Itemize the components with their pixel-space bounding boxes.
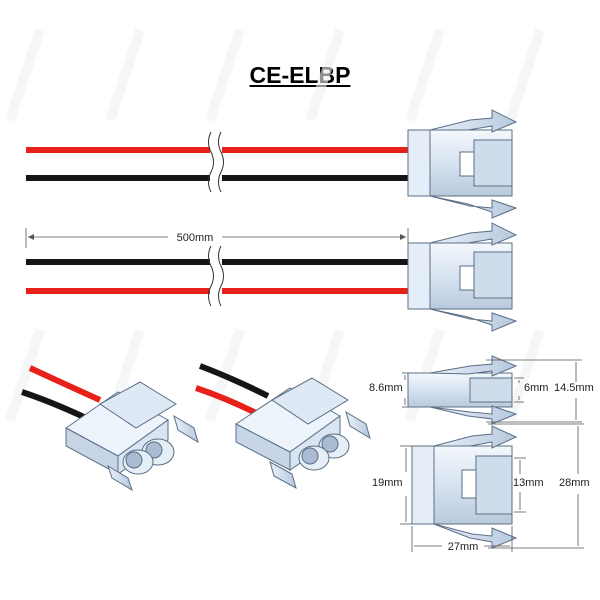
side-total-label: 14.5mm	[554, 382, 594, 394]
connector-top-view	[407, 222, 518, 332]
cable-length-label: 500mm	[177, 232, 214, 244]
connector-perspective-black-red	[195, 363, 371, 490]
black-wire	[198, 363, 270, 399]
front-total-label: 28mm	[559, 477, 590, 489]
red-wire	[195, 385, 260, 417]
front-inner-label: 13mm	[513, 477, 544, 489]
front-height-label: 19mm	[372, 477, 403, 489]
cable-break	[210, 132, 222, 192]
black-wire	[21, 389, 88, 421]
watermark	[5, 28, 545, 422]
side-view-drawing: 8.6mm 6mm 14.5mm	[369, 355, 594, 425]
cable-break	[210, 246, 222, 306]
red-wire	[28, 365, 102, 403]
front-width-label: 27mm	[448, 541, 479, 553]
connector-side-view	[407, 109, 518, 219]
side-height-small-label: 8.6mm	[369, 382, 403, 394]
connector-perspective-red-black	[21, 365, 199, 492]
product-title: CE-ELBP	[249, 62, 351, 88]
front-view-drawing: 19mm 13mm 28mm 27mm	[372, 423, 590, 553]
length-dimension: 500mm	[25, 228, 409, 248]
cable-assembly-middle	[26, 222, 518, 332]
side-inner-label: 6mm	[524, 382, 548, 394]
cable-assembly-top	[26, 109, 518, 219]
